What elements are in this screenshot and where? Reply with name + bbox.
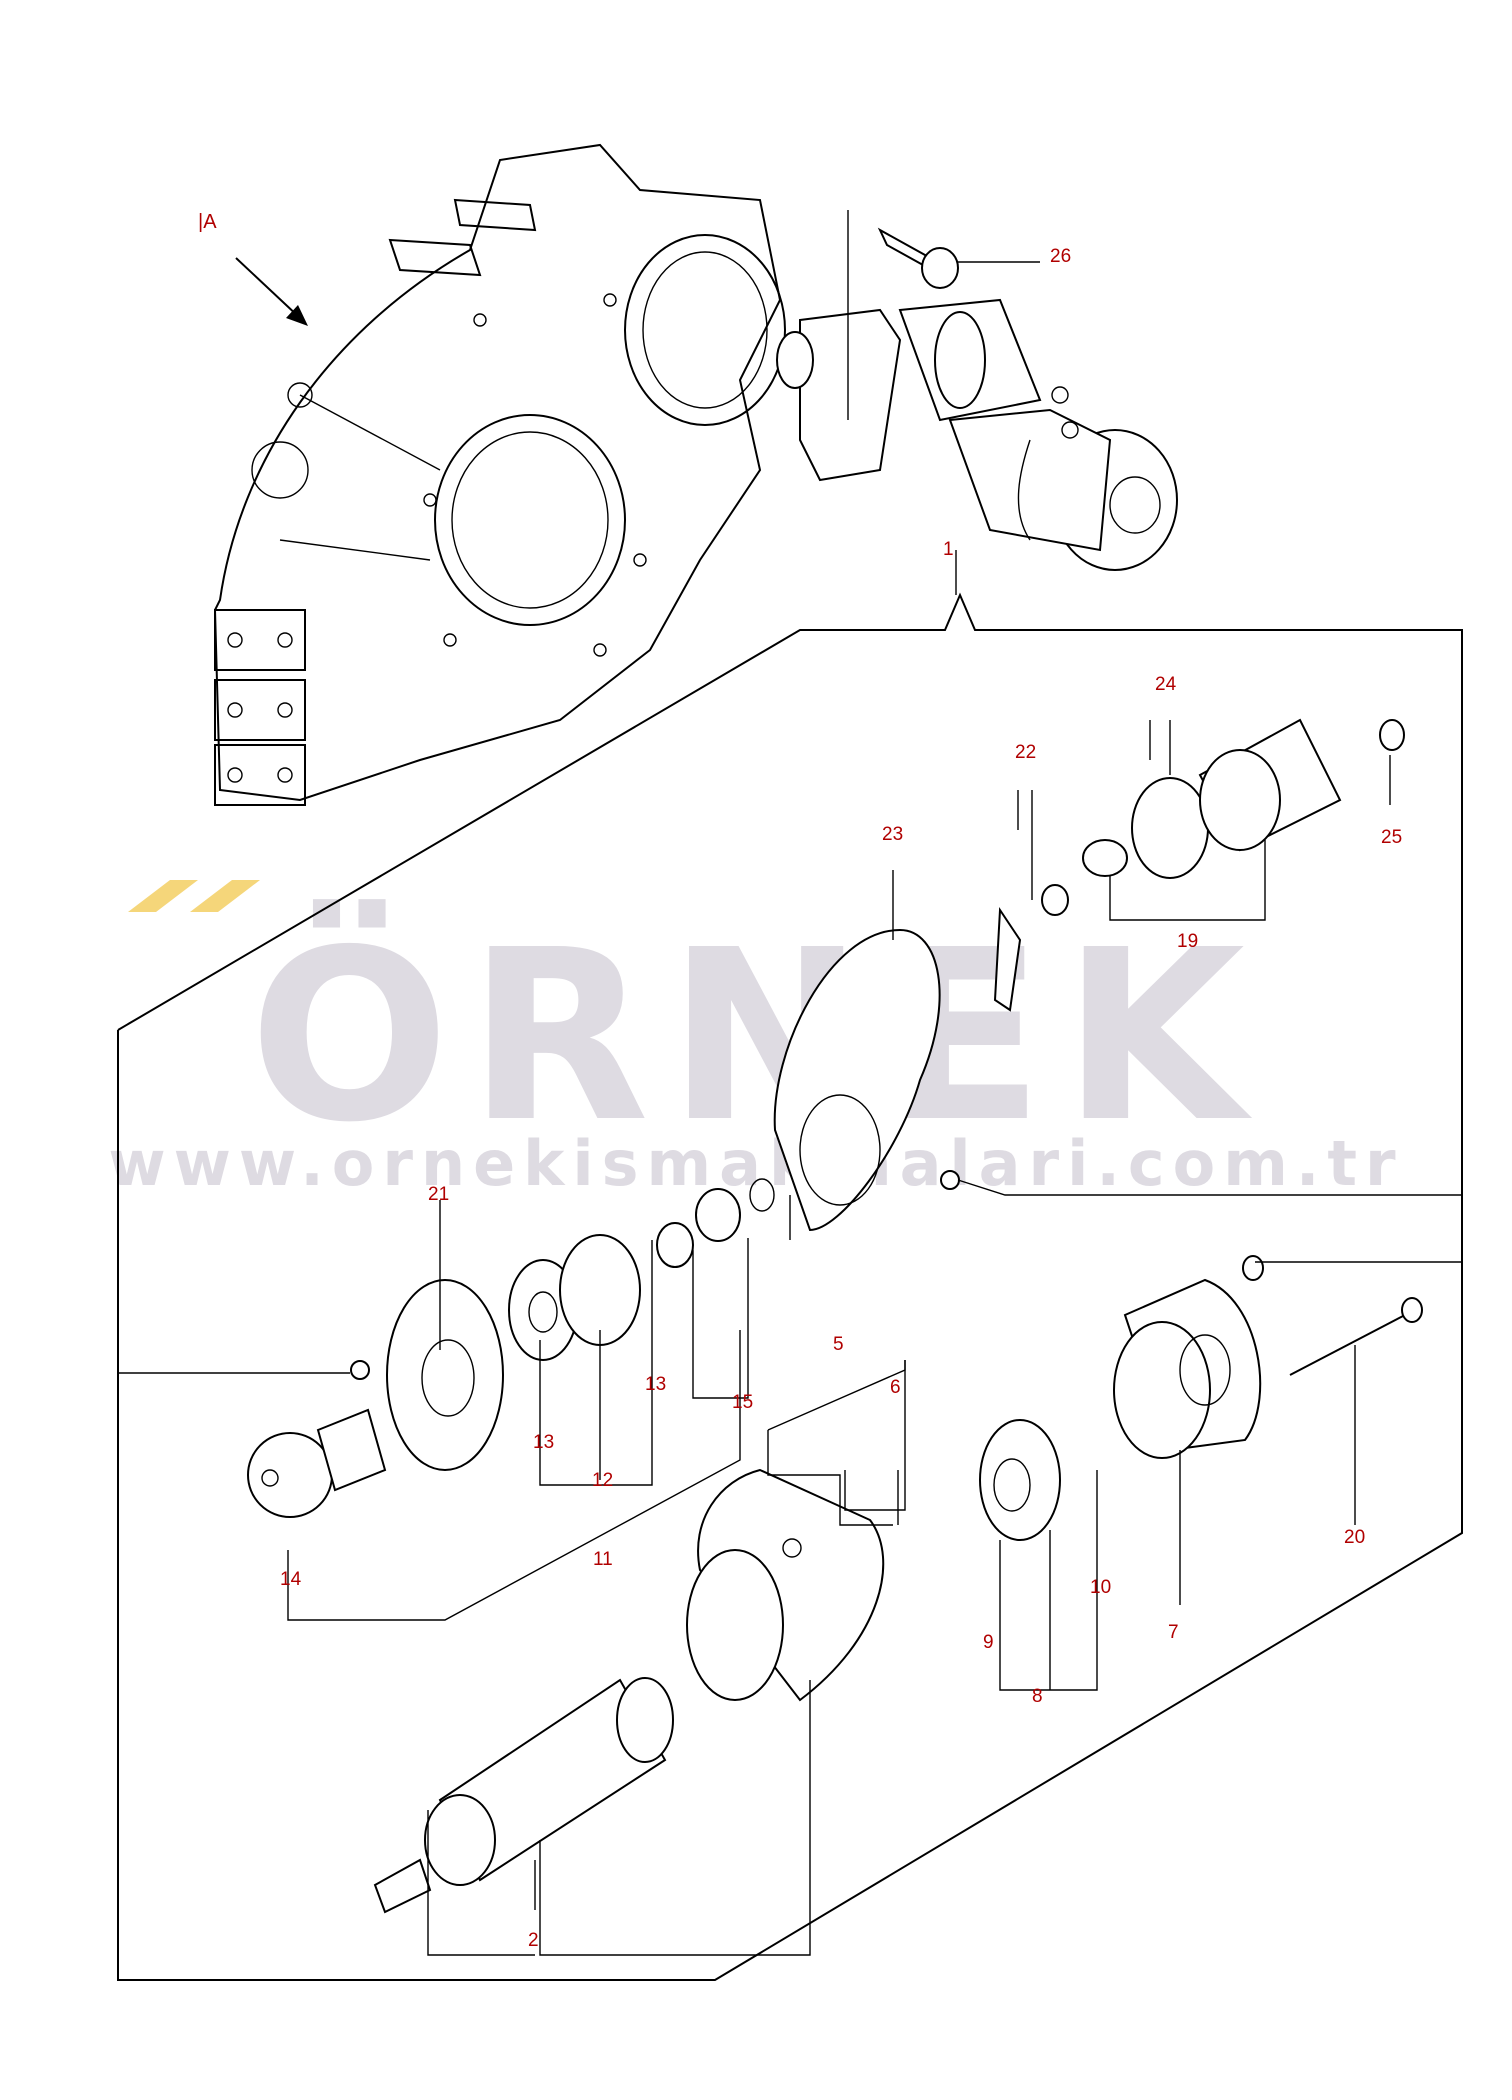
drive-housing-20 [350, 1279, 504, 1471]
callout-24: 23 [882, 824, 903, 845]
magnetic-switch-19 [1082, 718, 1405, 879]
bolt-26 [877, 227, 959, 289]
flywheel-housing [213, 143, 786, 806]
overrunning-clutch-12 [508, 1234, 641, 1361]
callout-13a: 13 [645, 1374, 666, 1395]
gear-case-24 [773, 928, 960, 1232]
callout-8: 8 [1032, 1686, 1043, 1707]
callouts: 26 1 24 22 25 23 19 21 5 6 13 15 13 12 1… [280, 246, 1402, 1951]
callout-19: 19 [1177, 931, 1198, 952]
watermark-brand: ÖRNEK [249, 899, 1263, 1174]
rear-cover-7 [1113, 1278, 1262, 1459]
drive-gear-14 [247, 1408, 387, 1518]
callout-13b: 13 [533, 1432, 554, 1453]
leader-lines [118, 720, 1462, 1956]
callout-21: 22 [1015, 742, 1036, 763]
watermark-accent-right [190, 880, 260, 912]
spring-and-collar-15 [656, 1178, 775, 1268]
view-label: |A [198, 211, 217, 233]
watermark: ÖRNEK www.ornekismakinalari.com.tr [108, 880, 1403, 1200]
watermark-accent-left [128, 880, 198, 912]
brush-holder-8 [979, 1419, 1061, 1541]
starter-motor-assembly [776, 298, 1178, 571]
yoke-5 [686, 1468, 885, 1702]
callout-11: 11 [593, 1549, 613, 1570]
callout-20: 21 [428, 1184, 449, 1205]
lever-21 [993, 884, 1069, 1012]
callout-26: 26 [1050, 246, 1071, 267]
view-arrow [235, 257, 308, 326]
callout-12: 12 [592, 1470, 613, 1491]
callout-1: 1 [943, 539, 954, 560]
callout-25: 25 [1381, 827, 1402, 848]
watermark-url: www.ornekismakinalari.com.tr [108, 1127, 1403, 1200]
through-bolt-22 [1242, 1255, 1423, 1376]
armature-2 [373, 1677, 674, 1914]
callout-15: 15 [732, 1392, 753, 1413]
callout-14: 14 [280, 1569, 302, 1590]
callout-2: 2 [528, 1930, 539, 1951]
exploded-frame [117, 210, 1463, 1981]
callout-7: 7 [1168, 1622, 1179, 1643]
callout-6: 6 [890, 1377, 901, 1398]
callout-9: 9 [983, 1632, 994, 1653]
callout-23: 24 [1155, 674, 1177, 695]
callout-10: 10 [1090, 1577, 1111, 1598]
callout-22: 20 [1344, 1527, 1365, 1548]
callout-5: 5 [833, 1334, 844, 1355]
